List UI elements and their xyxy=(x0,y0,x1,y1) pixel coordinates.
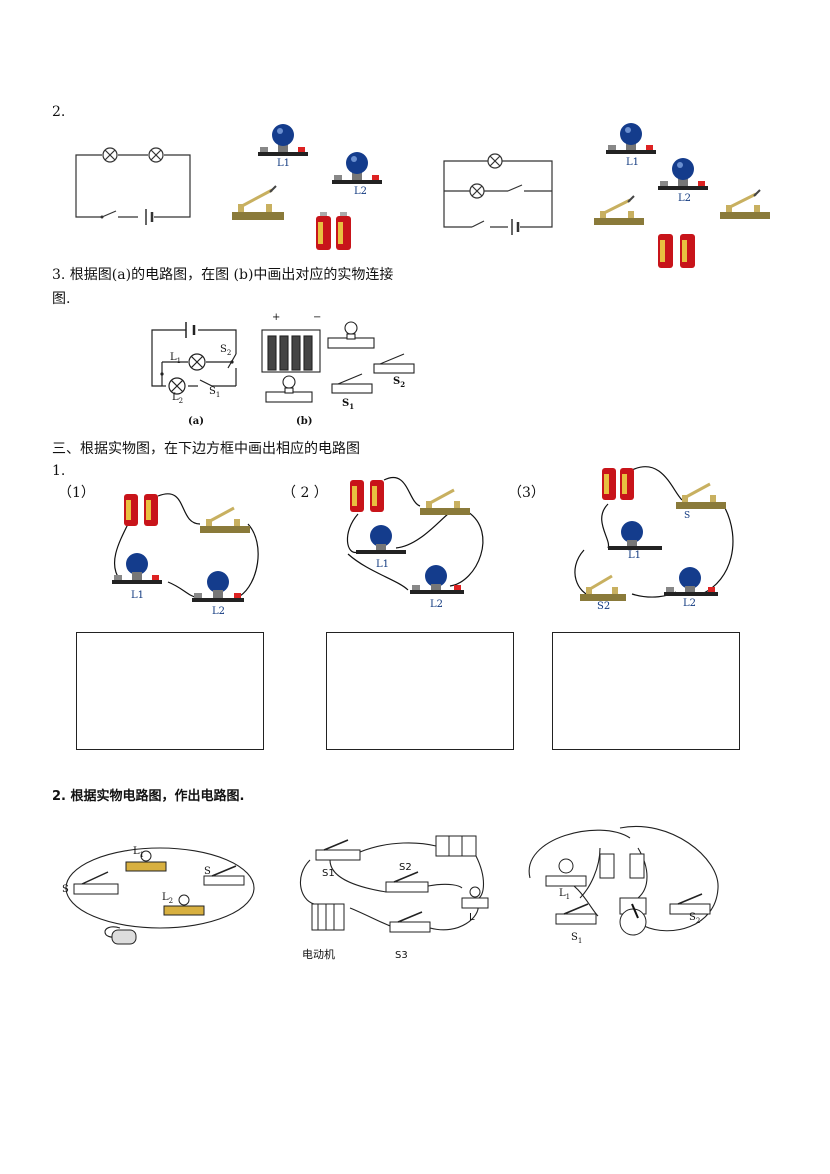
part4-heading: 2. 根据实物电路图，作出电路图. xyxy=(52,789,245,804)
question-3-line1: 3. 根据图(a)的电路图，在图 (b)中画出对应的实物连接 xyxy=(52,267,394,283)
physical-diagram-b xyxy=(261,321,415,403)
bottom3-s2: S2 xyxy=(689,912,701,925)
physical-circuit-2 xyxy=(346,477,484,594)
part3-item1-tag: （1） xyxy=(58,485,95,501)
item3-s2: S2 xyxy=(597,601,611,612)
item3-l1: L1 xyxy=(628,550,642,561)
label-b-s1: S1 xyxy=(342,398,355,411)
bottom2-s1: S1 xyxy=(322,868,335,879)
knife-switch xyxy=(232,185,284,220)
bottom3-l1: L1 xyxy=(559,888,571,901)
circuit-diagram-parallel xyxy=(443,153,553,235)
bottom3-s1: S1 xyxy=(571,932,583,945)
bottom2-motor: 电动机 xyxy=(302,948,335,961)
batteries xyxy=(316,212,351,250)
caption-a: (a) xyxy=(188,416,204,427)
item3-s: S xyxy=(684,511,691,521)
label-l2-right: L2 xyxy=(678,193,692,204)
physical-circuit-bottom-3 xyxy=(528,826,719,936)
label-b-plus: + xyxy=(272,312,281,323)
physical-circuit-bottom-2 xyxy=(299,835,489,933)
label-a-l1: L1 xyxy=(170,352,182,365)
label-l1-right: L1 xyxy=(626,157,640,168)
part3-number: 1. xyxy=(52,463,66,479)
bottom2-s2: S2 xyxy=(399,862,412,873)
item2-l1: L1 xyxy=(376,559,390,570)
bulb-l2 xyxy=(332,152,382,184)
bottom2-l: L xyxy=(469,912,475,923)
answer-box-2[interactable] xyxy=(326,632,514,750)
label-b-minus: − xyxy=(313,312,322,323)
answer-box-3[interactable] xyxy=(552,632,740,750)
item1-l1: L1 xyxy=(131,590,145,601)
bottom2-s3: S3 xyxy=(395,950,408,961)
label-a-l2: L2 xyxy=(172,392,184,405)
physical-circuit-bottom-1 xyxy=(65,847,255,945)
question-number: 2. xyxy=(52,104,66,120)
part3-heading: 三、根据实物图，在下边方框中画出相应的电路图 xyxy=(52,441,360,457)
bulb-l1 xyxy=(258,124,308,156)
label-a-s2: S2 xyxy=(220,344,232,357)
label-a-s1: S1 xyxy=(209,386,221,399)
physical-circuit-3 xyxy=(574,466,734,601)
bottom1-s: S xyxy=(62,884,69,895)
physical-circuit-1 xyxy=(112,493,259,602)
label-l1: L1 xyxy=(277,158,291,169)
bottom1-l2: L2 xyxy=(162,892,174,905)
part3-item3-tag: （3） xyxy=(508,485,545,501)
circuit-diagram-a xyxy=(151,322,237,395)
bottom1-l1: L1 xyxy=(133,846,145,859)
item3-l2: L2 xyxy=(683,598,697,609)
part3-item2-tag: （ 2 ） xyxy=(282,485,328,501)
bottom1-s-right: S xyxy=(204,866,211,877)
caption-b: (b) xyxy=(296,416,313,427)
label-b-s2: S2 xyxy=(393,376,406,389)
item2-l2: L2 xyxy=(430,599,444,610)
answer-box-1[interactable] xyxy=(76,632,264,750)
label-l2: L2 xyxy=(354,186,368,197)
circuit-diagram-series xyxy=(75,147,191,225)
question-3-line2: 图. xyxy=(52,291,71,307)
physical-components-2 xyxy=(594,123,770,268)
item1-l2: L2 xyxy=(212,606,226,617)
physical-components-1 xyxy=(232,124,382,250)
